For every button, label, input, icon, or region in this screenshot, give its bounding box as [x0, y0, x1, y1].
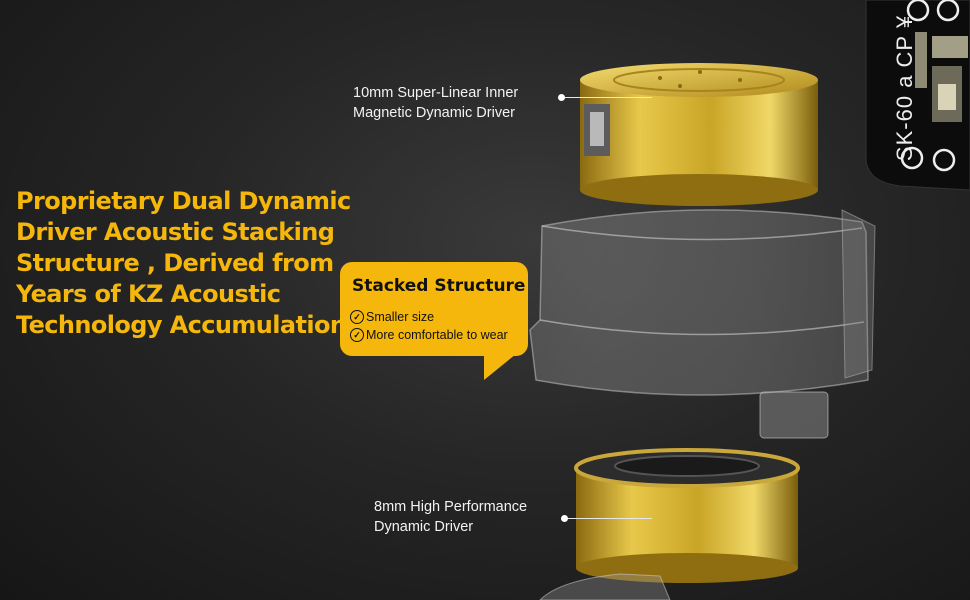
bottom-driver-label: 8mm High Performance Dynamic Driver: [374, 497, 527, 537]
bottom-driver-label-line: Dynamic Driver: [374, 519, 474, 535]
top-driver-leader-line: [562, 97, 652, 98]
top-driver: [580, 63, 818, 206]
feature-label: Smaller size: [366, 310, 435, 324]
headline-line: Years of KZ Acoustic: [16, 280, 281, 308]
pcb-silkscreen-text: SK-60 a CP ¥: [892, 14, 918, 162]
check-circle-icon: ✓: [350, 310, 364, 324]
callout-title: Stacked Structure: [352, 276, 526, 296]
feature-item: ✓ More comfortable to wear: [350, 328, 508, 342]
stacked-structure-callout: Stacked Structure ✓ Smaller size ✓ More …: [340, 262, 528, 380]
clear-shell: [529, 209, 876, 439]
headline-line: Proprietary Dual Dynamic: [16, 187, 351, 215]
top-driver-leader-dot: [558, 94, 565, 101]
headline-line: Technology Accumulation.: [16, 311, 355, 339]
top-driver-label-line: Magnetic Dynamic Driver: [353, 105, 515, 121]
bottom-driver-label-line: 8mm High Performance: [374, 499, 528, 515]
feature-item: ✓ Smaller size: [350, 310, 434, 324]
pcb-board: [865, 0, 970, 191]
feature-label: More comfortable to wear: [366, 328, 508, 342]
bottom-driver: [574, 448, 800, 583]
check-circle-icon: ✓: [350, 328, 364, 342]
bottom-driver-leader-dot: [561, 515, 568, 522]
top-driver-label-line: 10mm Super-Linear Inner: [353, 85, 519, 101]
bottom-driver-leader-line: [565, 518, 652, 519]
top-driver-label: 10mm Super-Linear Inner Magnetic Dynamic…: [353, 83, 518, 123]
bottom-shell-fragment: [539, 573, 671, 600]
headline-line: Driver Acoustic Stacking: [16, 218, 335, 246]
headline-line: Structure , Derived from: [16, 249, 334, 277]
headline: Proprietary Dual Dynamic Driver Acoustic…: [16, 186, 355, 341]
